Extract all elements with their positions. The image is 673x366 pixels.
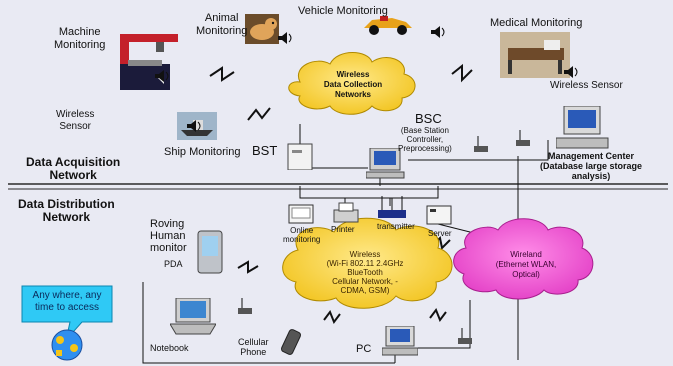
router-icon bbox=[516, 130, 530, 146]
globe-people-icon bbox=[51, 329, 83, 361]
transmitter-icon bbox=[378, 196, 406, 218]
server-icon bbox=[426, 205, 452, 225]
bsc-description-label: (Base Station Controller, Preprocessing) bbox=[398, 126, 452, 153]
roving-human-monitor-label: Roving Human monitor bbox=[150, 218, 187, 254]
wireless-sensor-icon bbox=[278, 32, 292, 44]
ship-icon bbox=[177, 112, 217, 140]
wireland-pc-wire bbox=[405, 300, 471, 349]
bsc-mgmt-wire bbox=[408, 140, 549, 161]
notebook-icon bbox=[170, 298, 216, 335]
router-icon bbox=[238, 298, 252, 314]
printer-label: Printer bbox=[331, 225, 355, 234]
race-car-icon bbox=[364, 16, 412, 35]
bst-tower-icon bbox=[287, 124, 313, 170]
notebook-label: Notebook bbox=[150, 343, 189, 353]
anywhere-callout-shape bbox=[21, 285, 113, 342]
distribution-section-title: Data Distribution Network bbox=[18, 197, 115, 224]
server-label: Server bbox=[428, 229, 452, 238]
wireless-data-collection-cloud bbox=[288, 52, 416, 115]
acquisition-section-title: Data Acquisition Network bbox=[26, 155, 121, 182]
machine-icon bbox=[120, 34, 178, 90]
bsc-computer-icon bbox=[366, 148, 405, 179]
cellular-phone-icon bbox=[280, 329, 302, 355]
bsc-label: BSC bbox=[415, 111, 442, 126]
ship-monitoring-label: Ship Monitoring bbox=[164, 146, 241, 158]
animal-monitoring-label: Animal Monitoring bbox=[196, 12, 248, 37]
management-computer-icon bbox=[556, 106, 609, 149]
anywhere-callout-text: Any where, any time to access bbox=[32, 290, 102, 313]
left-border-wire bbox=[142, 282, 395, 364]
machine-monitoring-label: Machine Monitoring bbox=[54, 26, 106, 51]
router-icon bbox=[474, 136, 488, 152]
online-monitoring-label: Online monitoring bbox=[283, 226, 321, 244]
management-center-label: Management Center (Database large storag… bbox=[540, 151, 643, 181]
wireless-sensor-right-label: Wireless Sensor bbox=[550, 80, 623, 91]
wireland-label: Wireland (Ethernet WLAN, Optical) bbox=[495, 250, 557, 279]
medical-bed-icon bbox=[500, 32, 570, 78]
router-icon bbox=[458, 328, 472, 344]
wireless-sensor-icon bbox=[431, 26, 445, 38]
wireless-sensor-icon bbox=[187, 120, 201, 132]
wireless-sensor-icon bbox=[564, 66, 578, 78]
vehicle-monitoring-label: Vehicle Monitoring bbox=[298, 5, 388, 17]
bst-label: BST bbox=[252, 143, 278, 158]
wireless-data-collection-label: Wireless Data Collection Networks bbox=[323, 70, 383, 99]
pda-icon bbox=[197, 230, 223, 274]
printer-icon bbox=[333, 202, 359, 223]
online-monitor-icon bbox=[288, 204, 314, 224]
wireland-cloud bbox=[453, 218, 594, 300]
wireless-sensor-icon bbox=[155, 70, 169, 82]
medical-monitoring-label: Medical Monitoring bbox=[490, 17, 583, 29]
cellular-phone-label: Cellular Phone bbox=[238, 337, 269, 357]
pc-icon bbox=[382, 326, 418, 356]
bus-wire bbox=[299, 186, 439, 199]
pda-label: PDA bbox=[164, 259, 183, 269]
animal-dog-icon bbox=[245, 14, 279, 44]
wireless-distribution-label: Wireless (Wi-Fi 802.11 2.4GHz BlueTooth … bbox=[326, 250, 404, 295]
transmitter-label: transmitter bbox=[377, 222, 415, 231]
pc-label: PC bbox=[356, 343, 372, 355]
wireless-sensor-left-label: Wireless Sensor bbox=[56, 109, 95, 132]
